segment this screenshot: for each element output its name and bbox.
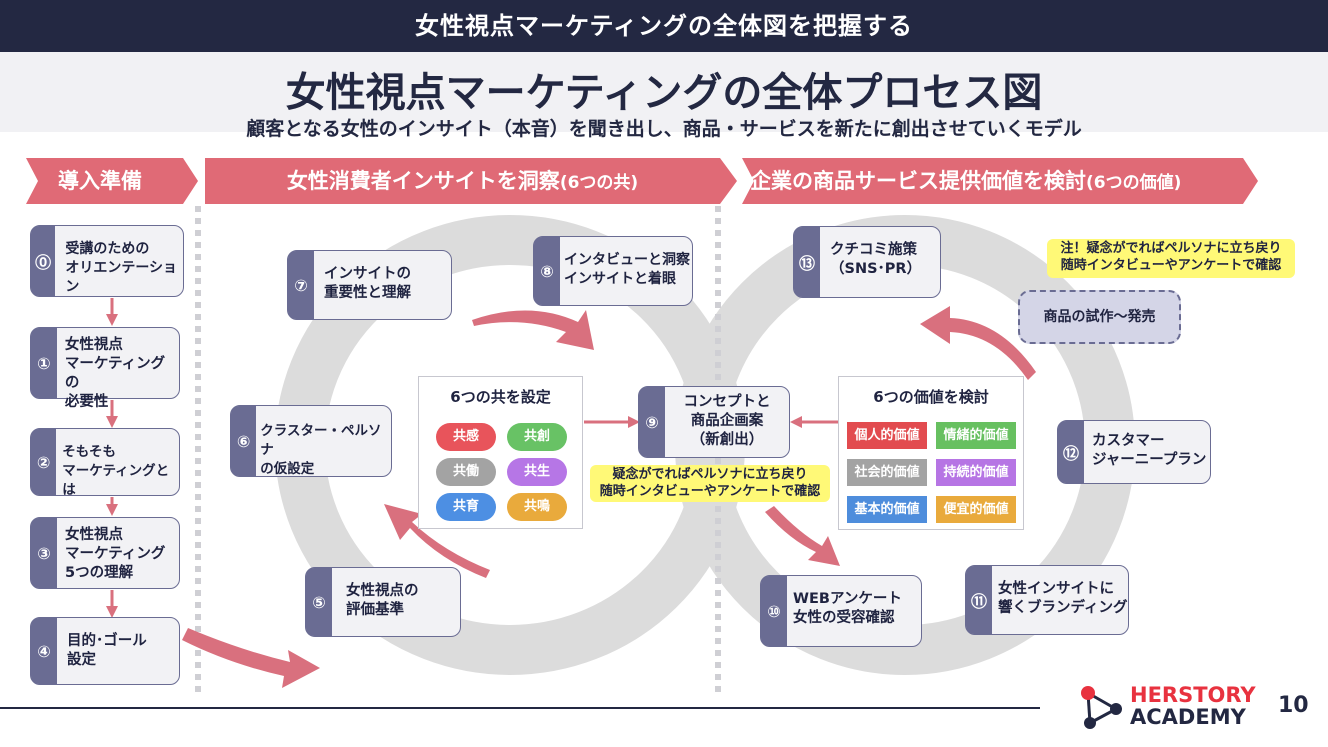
brand-line-1: HERSTORY	[1130, 684, 1256, 706]
kyo-pill-4: 共育	[436, 493, 496, 521]
step-card-5[interactable]: ⑤ 女性視点の 評価基準	[305, 567, 461, 637]
step-text-3: 女性視点 マーケティング 5つの理解	[65, 527, 166, 581]
step-card-10[interactable]: ⑩ WEBアンケート 女性の受容確認	[760, 575, 922, 647]
trial-box: 商品の試作～発売	[1018, 290, 1181, 344]
step-number-10: ⑩	[761, 576, 787, 646]
kyo-panel-title: 6つの共を設定	[450, 388, 551, 406]
section-insight-label: 女性消費者インサイトを洞察(6つの共)	[205, 158, 720, 206]
header-bar: 女性視点マーケティングの全体図を把握する	[0, 0, 1328, 52]
page-number: 10	[1278, 693, 1309, 718]
step-number-7: ⑦	[288, 251, 314, 319]
step-card-9[interactable]: ⑨ コンセプトと 商品企画案 （新創出）	[638, 386, 790, 458]
step-card-8[interactable]: ⑧ インタビューと洞察 インサイトと着眼	[533, 236, 693, 306]
step-card-7[interactable]: ⑦ インサイトの 重要性と理解	[287, 250, 452, 320]
step-text-8: インタビューと洞察 インサイトと着眼	[564, 252, 690, 287]
step-text-10: WEBアンケート 女性の受容確認	[793, 591, 902, 626]
step-card-2[interactable]: ② そもそも マーケティングとは	[30, 428, 180, 498]
step-number-11: ⑪	[966, 566, 992, 634]
step-text-1: 女性視点 マーケティングの 必要性	[64, 337, 166, 410]
step-card-4[interactable]: ④ 目的･ゴール 設定	[30, 617, 180, 685]
kyo-pill-5: 共鳴	[507, 493, 567, 521]
brand-line-2: ACADEMY	[1130, 705, 1246, 729]
brand-name: HERSTORY ACADEMY	[1130, 684, 1256, 728]
step-number-12: ⑫	[1058, 421, 1084, 483]
section-prep-label: 導入準備	[58, 169, 142, 193]
step-number-4: ④	[31, 618, 57, 684]
step-number-9: ⑨	[639, 387, 665, 457]
step-card-6[interactable]: ⑥ クラスター・ペルソナ の仮設定	[230, 405, 392, 477]
step-text-4: 目的･ゴール 設定	[67, 633, 147, 668]
step-number-1: ①	[31, 328, 57, 398]
page-title: 女性視点マーケティングの全体プロセス図	[285, 70, 1043, 116]
step-text-7: インサイトの 重要性と理解	[324, 266, 411, 301]
value-item-2: 社会的価値	[847, 459, 927, 486]
value-panel-title: 6つの価値を検討	[873, 388, 989, 406]
section-header-value	[742, 158, 1258, 204]
step-card-3[interactable]: ③ 女性視点 マーケティング 5つの理解	[30, 517, 180, 589]
kyo-pill-0: 共感	[436, 423, 496, 451]
note-center: 疑念がでればペルソナに立ち戻り 随時インタビューやアンケートで確認	[590, 465, 830, 502]
step-number-3: ③	[31, 518, 57, 588]
section-insight-sub: (6つの共)	[559, 173, 639, 193]
value-item-4: 基本的価値	[847, 496, 927, 523]
kyo-pill-1: 共創	[507, 423, 567, 451]
page-subtitle: 顧客となる女性のインサイト（本音）を聞き出し、商品・サービスを新たに創出させてい…	[246, 118, 1082, 140]
step-card-13[interactable]: ⑬ クチコミ施策 （SNS･PR）	[793, 226, 941, 298]
step-number-13: ⑬	[794, 227, 820, 297]
step-text-9: コンセプトと 商品企画案 （新創出）	[683, 394, 771, 448]
value-item-5: 便宜的価値	[936, 496, 1016, 523]
value-item-0: 個人的価値	[847, 422, 927, 449]
section-value-title: 企業の商品サービス提供価値を検討	[750, 169, 1086, 193]
step-number-5: ⑤	[306, 568, 332, 636]
value-item-1: 情緒的価値	[936, 422, 1016, 449]
section-header-insight	[205, 158, 737, 204]
step-card-11[interactable]: ⑪ 女性インサイトに 響くブランディング	[965, 565, 1129, 635]
step-number-6: ⑥	[231, 406, 257, 476]
kyo-pill-2: 共働	[436, 458, 496, 486]
section-value-label: 企業の商品サービス提供価値を検討(6つの価値)	[742, 158, 1252, 206]
step-text-11: 女性インサイトに 響くブランディング	[998, 581, 1128, 616]
brand-logo-icon	[1081, 686, 1122, 729]
step-text-2: そもそも マーケティングとは	[62, 444, 170, 498]
step-text-12: カスタマー ジャーニープラン	[1092, 433, 1207, 468]
step-text-13: クチコミ施策 （SNS･PR）	[830, 242, 922, 277]
section-insight-title: 女性消費者インサイトを洞察	[286, 169, 560, 193]
value-panel: 6つの価値を検討 個人的価値 情緒的価値 社会的価値 持続的価値 基本的価値 便…	[838, 376, 1024, 530]
step-card-0[interactable]: ⓪ 受講のための オリエンテーション	[30, 225, 184, 297]
title-band	[0, 52, 1328, 132]
kyo-pill-3: 共生	[507, 458, 567, 486]
step-text-5: 女性視点の 評価基準	[346, 583, 419, 618]
step-number-0: ⓪	[31, 226, 56, 296]
step-number-8: ⑧	[534, 237, 560, 305]
kyo-panel: 6つの共を設定 共感 共創 共働 共生 共育 共鳴	[418, 376, 583, 529]
section-value-sub: (6つの価値)	[1086, 173, 1182, 193]
note-top: 注！疑念がでればペルソナに立ち戻り 随時インタビューやアンケートで確認	[1047, 239, 1295, 278]
step-text-6: クラスター・ペルソナ の仮設定	[260, 423, 382, 477]
section-header-prep	[26, 158, 198, 204]
step-card-1[interactable]: ① 女性視点 マーケティングの 必要性	[30, 327, 180, 410]
value-item-3: 持続的価値	[936, 459, 1016, 486]
brand-line-1-text: HERSTORY	[1130, 683, 1256, 707]
step-card-12[interactable]: ⑫ カスタマー ジャーニープラン	[1057, 420, 1211, 484]
step-text-0: 受講のための オリエンテーション	[65, 241, 178, 295]
step-number-2: ②	[31, 429, 57, 495]
